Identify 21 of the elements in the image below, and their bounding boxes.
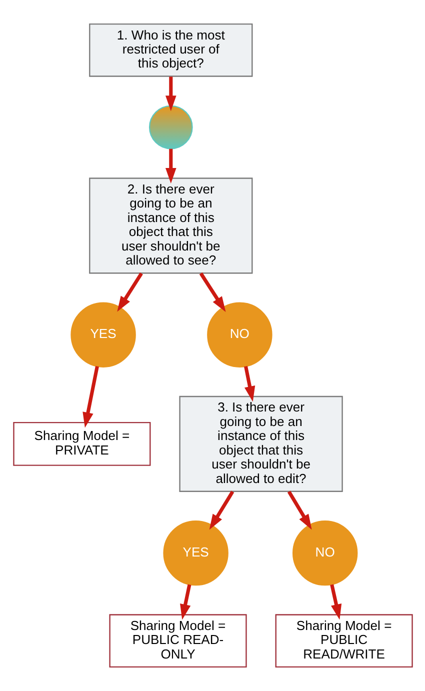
arrow <box>180 584 191 620</box>
node-box: 1. Who is the most restricted user of this object? <box>88 23 252 77</box>
node-box: 2. Is there ever going to be an instance of this object that this user shouldn't be allowed to see? <box>88 178 252 274</box>
arrow <box>164 148 176 184</box>
node-box: Sharing Model = PUBLIC READ-ONLY <box>108 614 246 668</box>
arrow <box>198 272 226 312</box>
node-circle: NO <box>206 302 272 368</box>
arrow <box>208 490 234 530</box>
node-box: Sharing Model = PRIVATE <box>12 422 150 466</box>
node-circle: YES <box>70 302 136 368</box>
arrow <box>164 76 176 112</box>
node-circle: NO <box>292 520 358 586</box>
arrow <box>244 366 255 402</box>
node-person <box>148 105 192 150</box>
node-box: 3. Is there ever going to be an instance of this object that this user shouldn't be allowed to edit? <box>178 396 342 492</box>
arrow <box>116 272 142 312</box>
node-circle: YES <box>162 520 228 586</box>
arrow <box>286 490 312 530</box>
arrow <box>330 584 342 620</box>
node-box: Sharing Model = PUBLIC READ/WRITE <box>274 614 412 668</box>
arrow <box>82 366 98 428</box>
